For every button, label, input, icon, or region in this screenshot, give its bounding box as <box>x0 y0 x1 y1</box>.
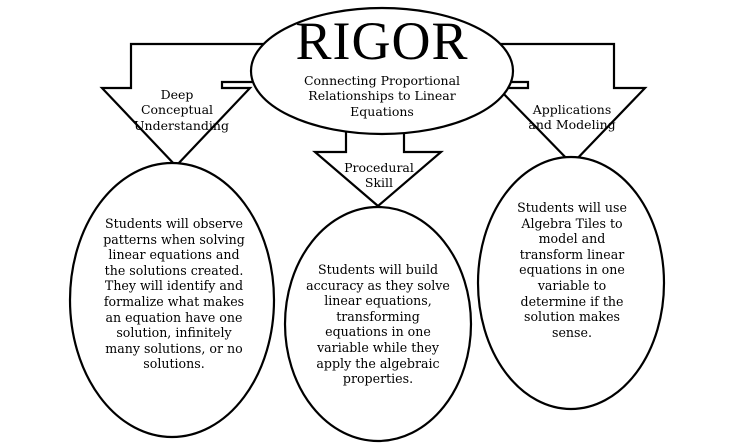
branch-description-applications-and-modeling: Students will use Algebra Tiles to model… <box>517 200 627 340</box>
branch-description-deep-conceptual-understanding: Students will observe patterns when solv… <box>103 216 245 372</box>
left-arrow <box>99 42 272 168</box>
center-ellipse <box>283 205 473 443</box>
branch-label-procedural-skill: Procedural Skill <box>344 160 414 191</box>
branch-description-procedural-skill: Students will build accuracy as they sol… <box>306 262 450 387</box>
branch-label-applications-and-modeling: Applications and Modeling <box>528 102 616 133</box>
top-ellipse <box>249 6 515 136</box>
diagram-subtitle: Connecting Proportional Relationships to… <box>303 73 461 119</box>
branch-label-deep-conceptual-understanding: Deep Conceptual Understanding <box>134 87 229 133</box>
left-ellipse <box>68 161 276 439</box>
right-ellipse <box>476 155 666 411</box>
diagram-title: RIGOR <box>295 11 469 71</box>
